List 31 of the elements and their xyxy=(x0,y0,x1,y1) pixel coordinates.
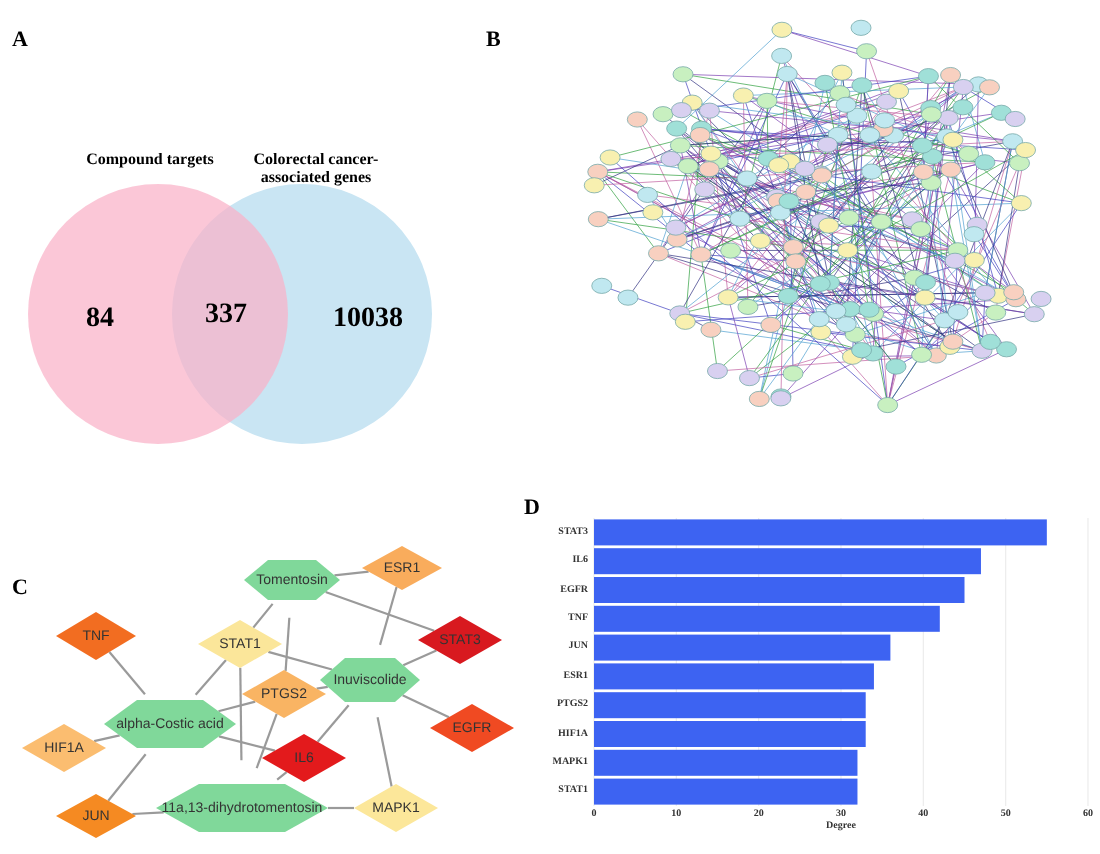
edge-line xyxy=(255,713,278,769)
edge-line xyxy=(402,649,437,667)
panel-letter: B xyxy=(486,28,501,52)
edge-line xyxy=(325,590,435,632)
edge-line xyxy=(218,735,276,752)
edge-line xyxy=(268,650,333,671)
edge-line xyxy=(239,667,243,761)
set-label: Compound targets xyxy=(84,150,216,168)
edge-line xyxy=(252,603,274,629)
edge-line xyxy=(107,753,147,802)
count-label: 84 xyxy=(86,304,114,336)
count-label: 337 xyxy=(205,300,247,332)
edge-line xyxy=(108,651,146,695)
count-label: 10038 xyxy=(333,304,403,336)
edge-line xyxy=(328,806,354,810)
edge-line xyxy=(334,570,369,577)
edge-line xyxy=(316,685,328,690)
edge-line xyxy=(276,771,288,781)
edge-line xyxy=(132,811,164,816)
edge-line xyxy=(376,717,393,787)
edge-line xyxy=(284,617,291,671)
edge-line xyxy=(402,694,450,719)
panel-letter: D xyxy=(524,496,540,520)
panel-letter: C xyxy=(12,576,28,600)
edge-line xyxy=(93,734,120,743)
edge-line xyxy=(316,704,350,743)
edge-line xyxy=(379,586,398,646)
edge-line xyxy=(194,659,227,696)
set-label: Colorectal cancer-associated genes xyxy=(251,150,381,186)
edge-line xyxy=(218,700,256,713)
panel-letter: A xyxy=(12,28,28,52)
